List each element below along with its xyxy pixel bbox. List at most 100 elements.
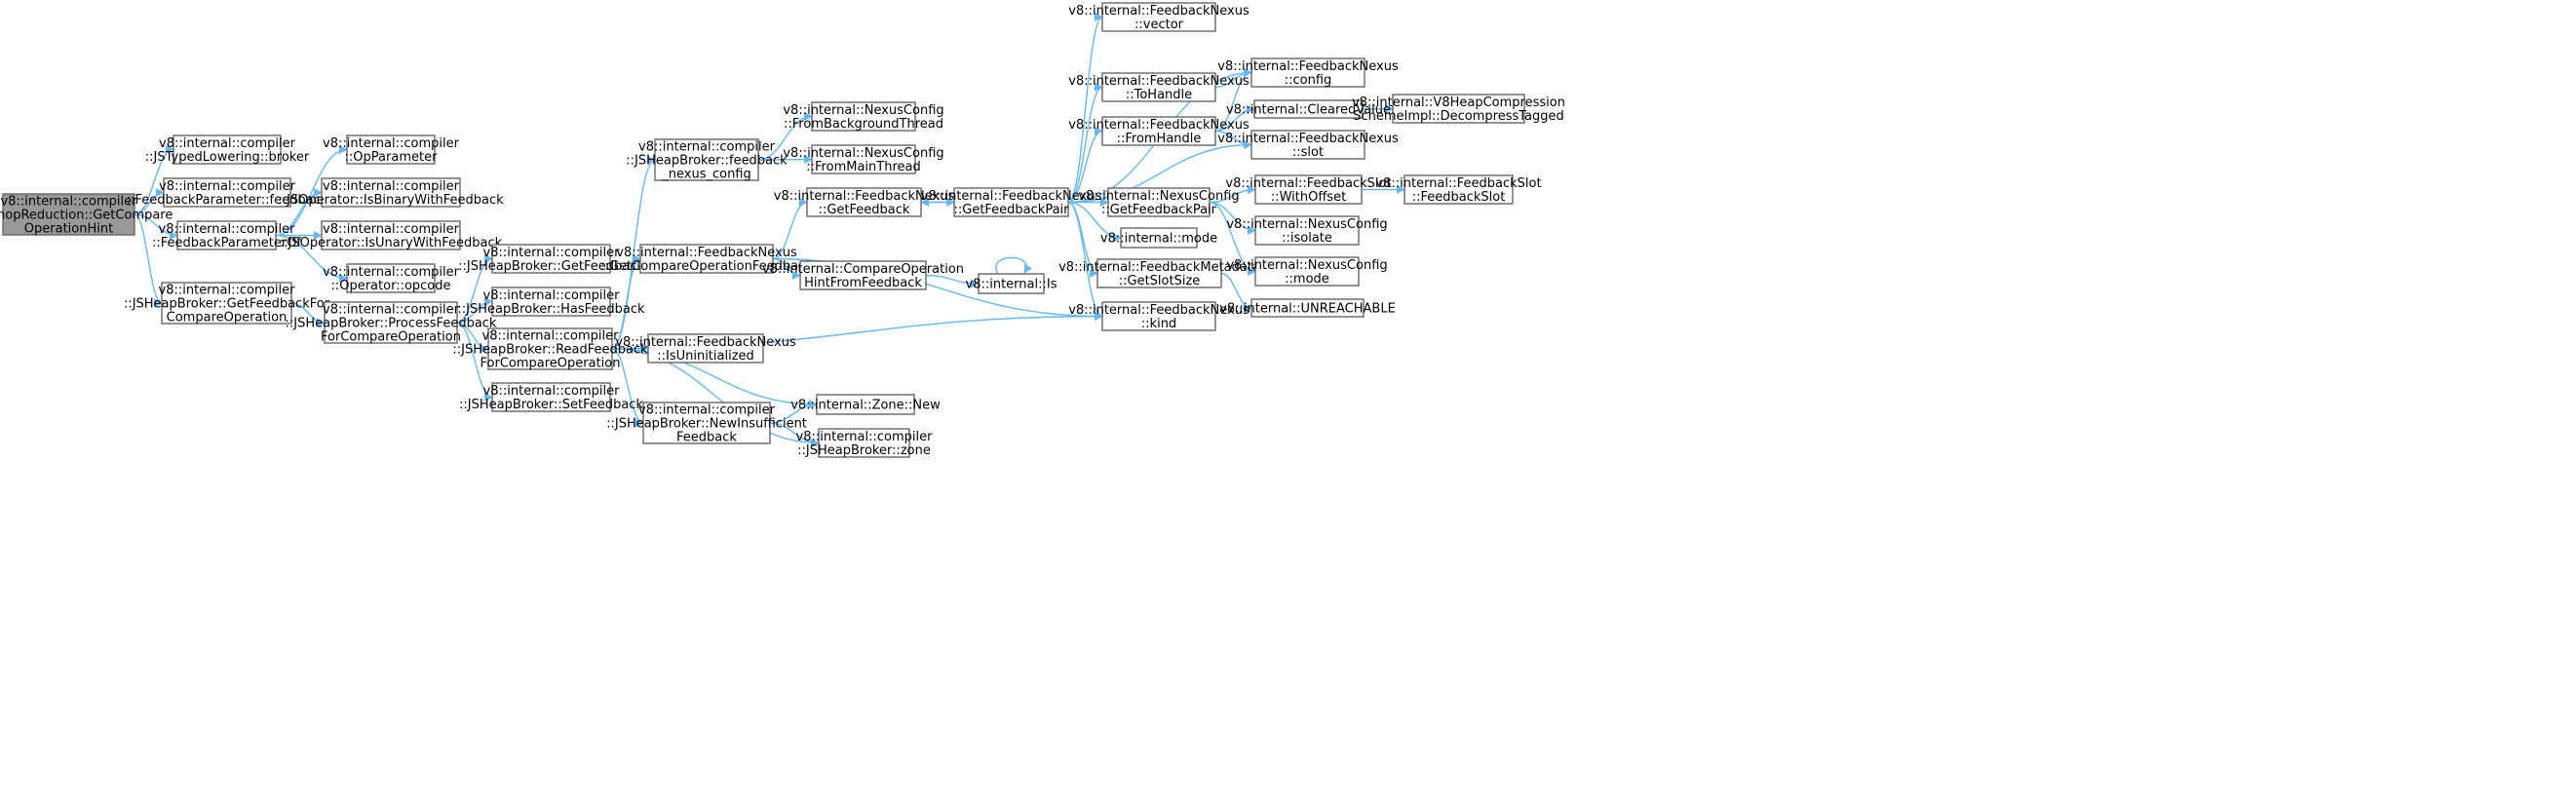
node-label-line: v8::internal::FeedbackNexus <box>1068 4 1250 19</box>
node-fn-vector[interactable]: v8::internal::FeedbackNexus::vector <box>1068 2 1250 32</box>
edge-fn-getfbpair-to-fn-slot <box>1067 140 1252 204</box>
node-label-line: ::GetCompareOperationFeedback <box>600 259 813 274</box>
edge-fn-getfbpair-to-fn-tohandle <box>1067 83 1103 204</box>
node-label-line: OperationHint <box>24 222 113 237</box>
node-nc-mode[interactable]: v8::internal::NexusConfig::mode <box>1226 256 1388 287</box>
node-label-line: v8::internal::ClearedValue <box>1226 103 1391 118</box>
nodes-layer: v8::internal::compiler::JSBinopReduction… <box>0 2 1565 458</box>
node-fm-getslotsize[interactable]: v8::internal::FeedbackMetadata::GetSlotS… <box>1058 258 1260 288</box>
node-box <box>1403 174 1514 205</box>
node-internal-mode[interactable]: v8::internal::mode <box>1100 227 1217 249</box>
edge-new-insufficient-to-broker-zone <box>769 422 820 447</box>
node-label-line: ::Operator::opcode <box>330 279 450 293</box>
node-label-line: v8::internal::NexusConfig <box>1078 189 1239 204</box>
node-label-line: v8::internal::NexusConfig <box>1226 258 1387 273</box>
node-label-line: v8::internal::compiler <box>483 246 621 260</box>
node-broker-setfb[interactable]: v8::internal::compiler::JSHeapBroker::Se… <box>459 382 643 412</box>
node-fb-nexus-config[interactable]: v8::internal::compiler::JSHeapBroker::fe… <box>626 138 788 182</box>
node-new-insufficient[interactable]: v8::internal::compiler::JSHeapBroker::Ne… <box>606 402 807 445</box>
node-fn-get-cmp-fb[interactable]: v8::internal::FeedbackNexus::GetCompareO… <box>600 244 813 274</box>
node-box <box>163 177 291 208</box>
edge-process-fb-to-broker-setfb <box>456 322 493 402</box>
node-label-line: ::JSHeapBroker::SetFeedback <box>459 398 643 412</box>
node-nc-from-bg[interactable]: v8::internal::NexusConfig::FromBackgroun… <box>783 101 944 132</box>
node-broker-getfb[interactable]: v8::internal::compiler::JSHeapBroker::Ge… <box>458 244 644 274</box>
edge-root-to-fp-feedback <box>134 188 165 215</box>
edge-process-fb-to-broker-hasfb <box>456 297 493 324</box>
node-box <box>811 144 916 174</box>
node-nc-getfbpair[interactable]: v8::internal::NexusConfig::GetFeedbackPa… <box>1078 187 1240 217</box>
node-label-line: v8::internal::NexusConfig <box>1226 217 1387 232</box>
node-box <box>173 134 282 165</box>
node-fp-of[interactable]: v8::internal::compiler::FeedbackParamete… <box>152 220 302 250</box>
edge-read-fb-to-broker-zone <box>611 348 820 447</box>
node-fn-config[interactable]: v8::internal::FeedbackNexus::config <box>1217 58 1399 88</box>
node-label-line: ::JSTypedLowering::broker <box>145 150 310 165</box>
node-internal-is[interactable]: v8::internal::Is <box>966 273 1057 294</box>
node-fs-withoffset[interactable]: v8::internal::FeedbackSlot::WithOffset <box>1225 174 1392 205</box>
node-root[interactable]: v8::internal::compiler::JSBinopReduction… <box>0 193 173 237</box>
node-box <box>324 301 458 344</box>
node-opparameter[interactable]: v8::internal::compiler::OpParameter <box>323 134 460 165</box>
node-label-line: v8::internal::NexusConfig <box>783 103 943 118</box>
node-label-line: v8::internal::compiler <box>482 329 620 344</box>
node-box <box>1250 298 1365 318</box>
node-label-line: v8::internal::FeedbackSlot <box>1375 176 1541 191</box>
node-cleared-value[interactable]: v8::internal::ClearedValue <box>1226 99 1391 119</box>
node-label-line: v8::internal::compiler <box>323 303 460 318</box>
node-fn-kind[interactable]: v8::internal::FeedbackNexus::kind <box>1068 301 1250 331</box>
edge-fp-of-to-is-binary <box>275 188 323 237</box>
edge-fp-of-to-opcode <box>275 234 348 283</box>
node-label-line: v8::internal::FeedbackNexus <box>774 189 955 204</box>
node-broker-zone[interactable]: v8::internal::compiler::JSHeapBroker::zo… <box>796 428 934 458</box>
node-label-line: v8::internal::Zone::New <box>790 399 941 413</box>
node-label-line: CompareOperation <box>167 311 288 326</box>
node-opcode[interactable]: v8::internal::compiler::Operator::opcode <box>323 263 460 293</box>
node-is-unary[interactable]: v8::internal::compiler::JSOperator::IsUn… <box>280 220 503 250</box>
node-label-line: ::vector <box>1134 18 1184 32</box>
node-label-line: ::JSHeapBroker::ReadFeedback <box>452 343 648 358</box>
node-fn-fromhandle[interactable]: v8::internal::FeedbackNexus::FromHandle <box>1068 116 1250 146</box>
node-cmp-hint-from-fb[interactable]: v8::internal::CompareOperationHintFromFe… <box>762 260 964 290</box>
node-label-line: ::GetFeedbackPair <box>953 203 1069 217</box>
node-label-line: v8::internal::CompareOperation <box>762 262 964 277</box>
node-fn-isuninit[interactable]: v8::internal::FeedbackNexus::IsUninitial… <box>615 333 796 364</box>
node-label-line: ::slot <box>1292 145 1324 160</box>
node-label-line: v8::internal::FeedbackNexus <box>921 189 1102 204</box>
edge-nc-getfbpair-to-nc-mode <box>1209 201 1256 276</box>
node-label-line: v8::internal::compiler <box>323 136 460 151</box>
edge-fb-nexus-config-to-nc-from-main <box>757 155 813 165</box>
node-fn-getfeedback[interactable]: v8::internal::FeedbackNexus::GetFeedback <box>774 187 955 217</box>
node-box <box>321 220 461 250</box>
node-box <box>1254 215 1360 246</box>
node-fs-feedbackslot[interactable]: v8::internal::FeedbackSlot::FeedbackSlot <box>1375 174 1542 205</box>
node-fn-slot[interactable]: v8::internal::FeedbackNexus::slot <box>1217 130 1399 160</box>
node-nc-from-main[interactable]: v8::internal::NexusConfig::FromMainThrea… <box>783 144 944 174</box>
node-label-line: ::JSHeapBroker::NewInsufficient <box>606 417 807 432</box>
node-box <box>1096 258 1222 288</box>
edge-internal-is-to-internal-is <box>995 256 1033 275</box>
node-label-line: ::GetFeedback <box>819 203 910 217</box>
node-zone-new[interactable]: v8::internal::Zone::New <box>790 394 941 415</box>
node-broker-hasfb[interactable]: v8::internal::compiler::JSHeapBroker::Ha… <box>457 287 645 317</box>
node-nc-isolate[interactable]: v8::internal::NexusConfig::isolate <box>1226 215 1388 246</box>
node-fn-tohandle[interactable]: v8::internal::FeedbackNexus::ToHandle <box>1068 72 1250 102</box>
node-fn-getfbpair[interactable]: v8::internal::FeedbackNexus::GetFeedback… <box>921 187 1102 217</box>
node-fp-feedback[interactable]: v8::internal::compiler::FeedbackParamete… <box>127 177 328 208</box>
node-getfb-for-cmp[interactable]: v8::internal::compiler::JSHeapBroker::Ge… <box>124 282 330 326</box>
node-label-line: v8::internal::compiler <box>796 430 934 444</box>
node-read-fb[interactable]: v8::internal::compiler::JSHeapBroker::Re… <box>452 327 648 371</box>
node-label-line: ::JSBinopReduction::GetCompare <box>0 209 173 223</box>
node-v8heap-decompress[interactable]: v8::internal::V8HeapCompressionSchemeImp… <box>1352 94 1565 124</box>
edge-root-to-getfb-for-cmp <box>134 213 163 308</box>
node-jstyped-broker[interactable]: v8::internal::compiler::JSTypedLowering:… <box>145 134 310 165</box>
node-box <box>1250 130 1365 160</box>
node-label-line: v8::internal::FeedbackNexus <box>1217 59 1399 74</box>
node-is-binary[interactable]: v8::internal::compiler::JSOperator::IsBi… <box>278 177 504 208</box>
node-label-line: ::FromHandle <box>1117 132 1202 146</box>
node-label-line: ::FeedbackParameterOf <box>152 236 302 250</box>
node-unreachable[interactable]: v8::internal::UNREACHABLE <box>1219 298 1396 318</box>
node-process-fb[interactable]: v8::internal::compiler::JSHeapBroker::Pr… <box>286 301 497 345</box>
edge-read-fb-to-fn-get-cmp-fb <box>611 254 641 350</box>
node-label-line: v8::internal::FeedbackNexus <box>615 335 796 350</box>
